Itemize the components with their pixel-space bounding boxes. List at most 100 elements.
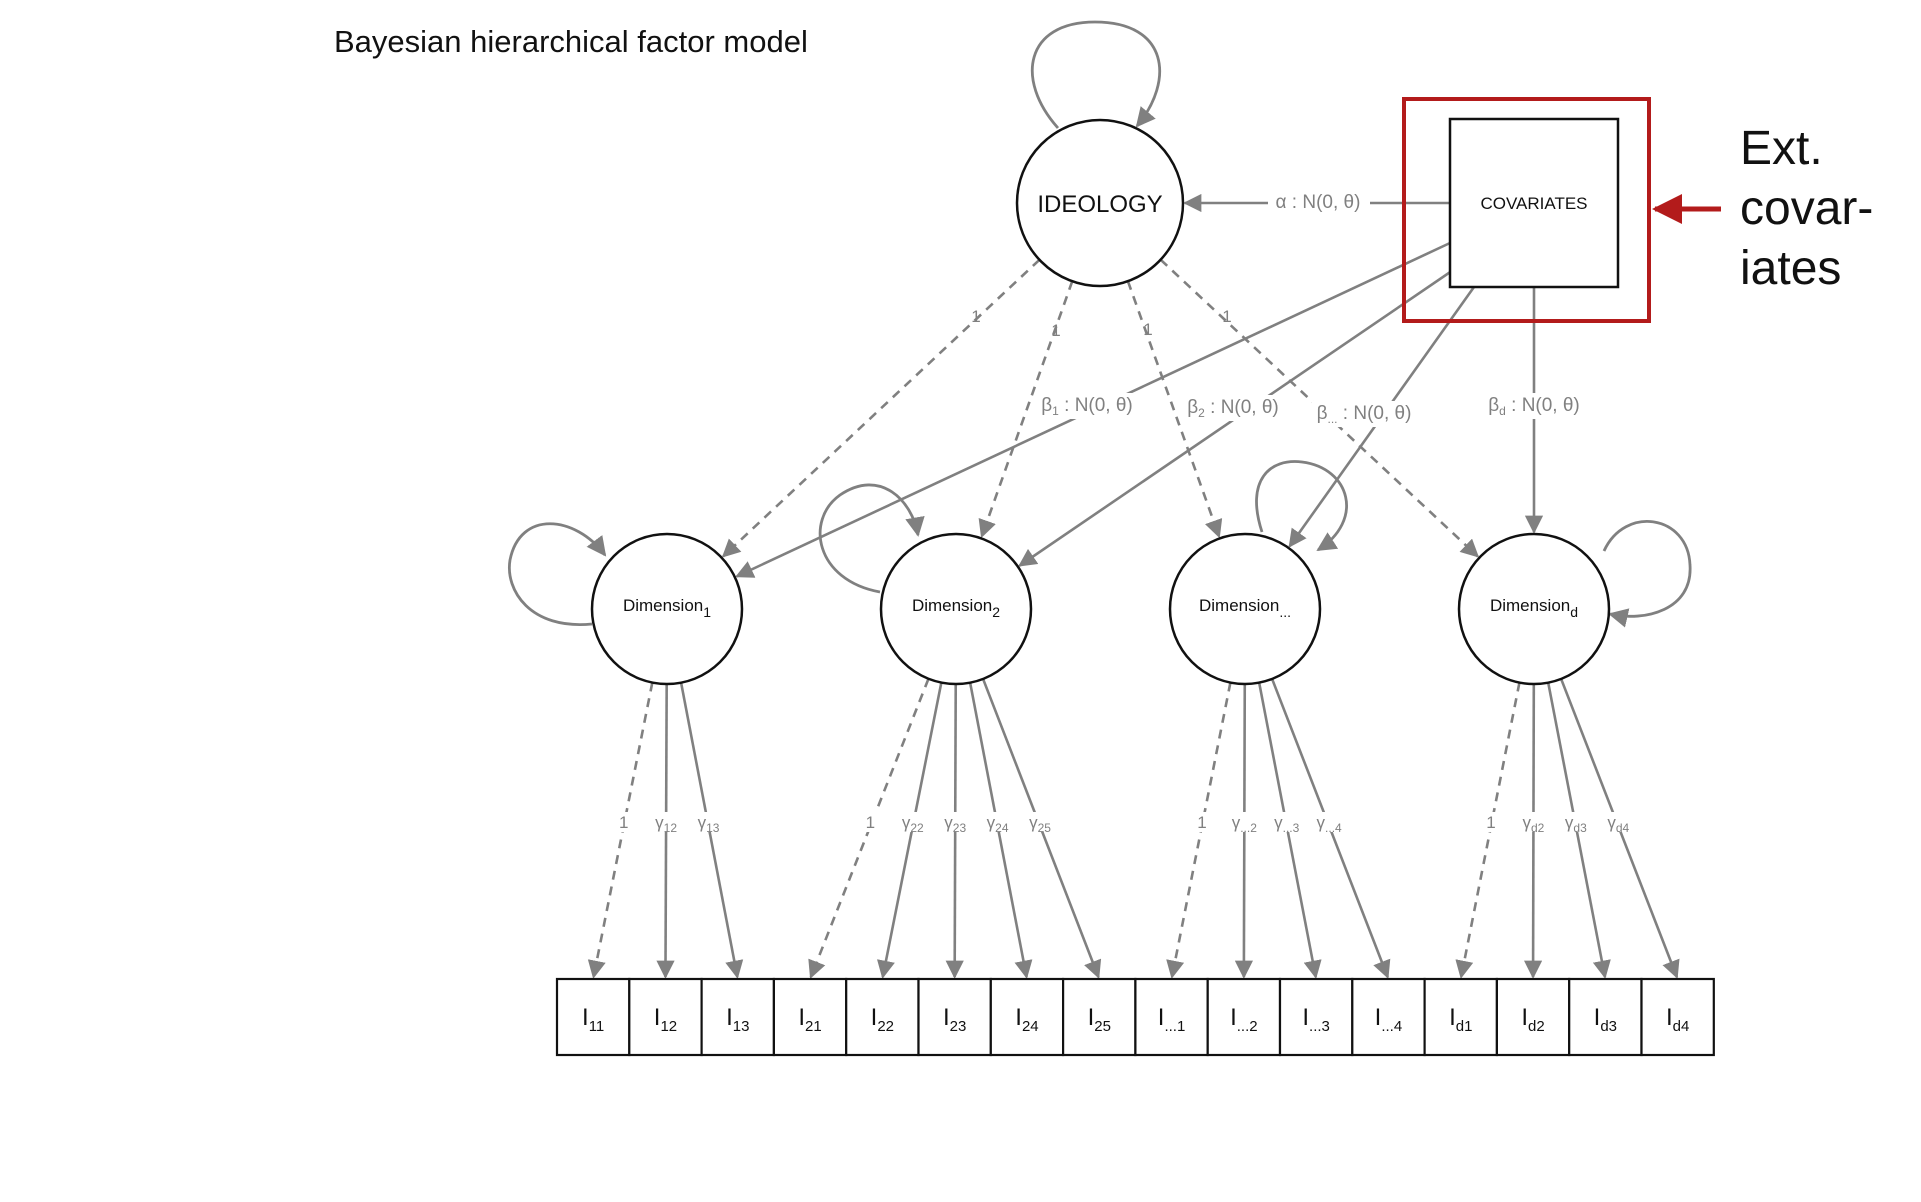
- loading-label-10: γ...2: [1232, 813, 1258, 835]
- item-box-8: I25: [1061, 977, 1137, 1057]
- item-rect-6: [917, 977, 992, 1057]
- loading-label-bg-15: [1560, 812, 1591, 832]
- loading-label-2: γ12: [655, 813, 677, 835]
- dimension-self-loop-1: [507, 522, 607, 626]
- item-rect-2: [628, 977, 703, 1057]
- dimension-circle-1: [590, 532, 744, 686]
- loading-label-bg-13: [1476, 812, 1507, 832]
- item-label-10: I...2: [1230, 1004, 1258, 1035]
- item-rect-13: [1423, 977, 1498, 1057]
- item-rect-14: [1495, 977, 1571, 1057]
- ideology-self-loop: [1031, 20, 1161, 129]
- loading-label-bg-1: [608, 812, 639, 832]
- dimension-node-4: Dimensiond: [1457, 532, 1611, 686]
- ideology-to-dimension-4: [1159, 258, 1480, 558]
- ideology-loading-label-2: 1: [1051, 321, 1060, 340]
- item-box-14: Id2: [1495, 977, 1571, 1057]
- ideology-to-dimension-3: [1126, 280, 1223, 539]
- loading-label-bg-9: [1186, 812, 1217, 832]
- loading-label-12: γ...4: [1317, 813, 1343, 835]
- item-rect-16: [1640, 977, 1715, 1057]
- covariates-node: COVARIATES: [1448, 117, 1620, 289]
- loading-label-bg-3: [693, 812, 724, 832]
- item-rect-8: [1061, 977, 1137, 1057]
- loading-label-bg-5: [897, 812, 928, 832]
- loading-label-6: γ23: [944, 813, 966, 835]
- loading-label-bg-12: [1314, 812, 1345, 832]
- item-rect-15: [1568, 977, 1643, 1057]
- item-box-15: Id3: [1568, 977, 1643, 1057]
- item-box-4: I21: [772, 977, 848, 1057]
- beta-label-bg-4: [1482, 393, 1586, 419]
- loading-label-4: 1: [866, 813, 875, 832]
- beta-label-3: β... : N(0, θ): [1317, 403, 1412, 426]
- loading-label-13: 1: [1486, 813, 1495, 832]
- beta-label-bg-2: [1181, 395, 1285, 421]
- covariates-label: COVARIATES: [1480, 194, 1587, 213]
- item-label-6: I23: [943, 1004, 966, 1035]
- dimension-label-4: Dimensiond: [1490, 596, 1578, 620]
- item-label-1: I11: [582, 1004, 604, 1035]
- dimension-self-loop-2: [818, 483, 925, 594]
- item-box-1: I11: [555, 977, 631, 1057]
- loading-label-bg-7: [982, 812, 1013, 832]
- ideology-to-dimension-1: [721, 258, 1041, 558]
- beta-label-4: βd : N(0, θ): [1488, 395, 1580, 418]
- covariates-box: [1448, 117, 1620, 289]
- loading-label-3: γ13: [698, 813, 720, 835]
- dimension-circle-3: [1168, 532, 1322, 686]
- dimension-circle-2: [879, 532, 1033, 686]
- dimension-node-2: Dimension2: [879, 532, 1033, 686]
- dimension-label-1: Dimension1: [623, 596, 711, 620]
- item-rect-7: [989, 977, 1065, 1057]
- item-label-11: I...3: [1302, 1004, 1330, 1035]
- dimension-label-2: Dimension2: [912, 596, 1000, 620]
- alpha-label: α : N(0, θ): [1276, 192, 1361, 213]
- item-box-9: I...1: [1134, 977, 1209, 1057]
- loading-label-bg-10: [1229, 812, 1260, 832]
- dimension-node-3: Dimension...: [1168, 532, 1322, 686]
- item-box-2: I12: [628, 977, 703, 1057]
- item-box-7: I24: [989, 977, 1065, 1057]
- loading-label-7: γ24: [987, 813, 1009, 835]
- covariates-highlight-box: [1402, 97, 1651, 323]
- beta-label-1: β1 : N(0, θ): [1041, 395, 1133, 418]
- item-rect-10: [1206, 977, 1282, 1057]
- item-rect-4: [772, 977, 848, 1057]
- loading-label-1: 1: [619, 813, 628, 832]
- item-label-7: I24: [1015, 1004, 1038, 1035]
- item-label-8: I25: [1088, 1004, 1111, 1035]
- dimension-layer: Dimension1 Dimension2 Dimension... Dimensio…: [590, 532, 1611, 686]
- ideology-to-dimension-2: [978, 280, 1074, 539]
- ideology-loading-label-4: 1: [1222, 307, 1231, 326]
- loading-label-bg-11: [1271, 812, 1302, 832]
- item-rect-5: [845, 977, 920, 1057]
- loading-label-11: γ...3: [1274, 813, 1300, 835]
- item-box-16: Id4: [1640, 977, 1715, 1057]
- alpha-label-bg: [1268, 190, 1370, 216]
- callout-text: Ext. covar- iates: [1740, 122, 1873, 295]
- diagram-title: Bayesian hierarchical factor model: [334, 24, 808, 59]
- item-label-9: I...1: [1158, 1004, 1186, 1035]
- ideology-loading-label-3: 1: [1143, 320, 1152, 339]
- loading-label-bg-2: [651, 812, 682, 832]
- item-label-15: Id3: [1594, 1004, 1617, 1035]
- item-box-5: I22: [845, 977, 920, 1057]
- item-label-14: Id2: [1521, 1004, 1544, 1035]
- loading-label-bg-8: [1025, 812, 1056, 832]
- loading-label-bg-4: [855, 812, 886, 832]
- dimension-self-loop-4: [1602, 520, 1692, 628]
- ideology-label: IDEOLOGY: [1037, 191, 1162, 218]
- callout-line-1: Ext.: [1740, 122, 1823, 175]
- item-rect-12: [1351, 977, 1426, 1057]
- dimension-label-3: Dimension...: [1199, 596, 1291, 620]
- loading-label-8: γ25: [1029, 813, 1051, 835]
- beta-label-bg-1: [1035, 393, 1139, 419]
- item-label-12: I...4: [1375, 1004, 1403, 1035]
- loading-label-5: γ22: [902, 813, 924, 835]
- item-box-11: I...3: [1278, 977, 1354, 1057]
- loading-label-15: γd3: [1565, 813, 1587, 835]
